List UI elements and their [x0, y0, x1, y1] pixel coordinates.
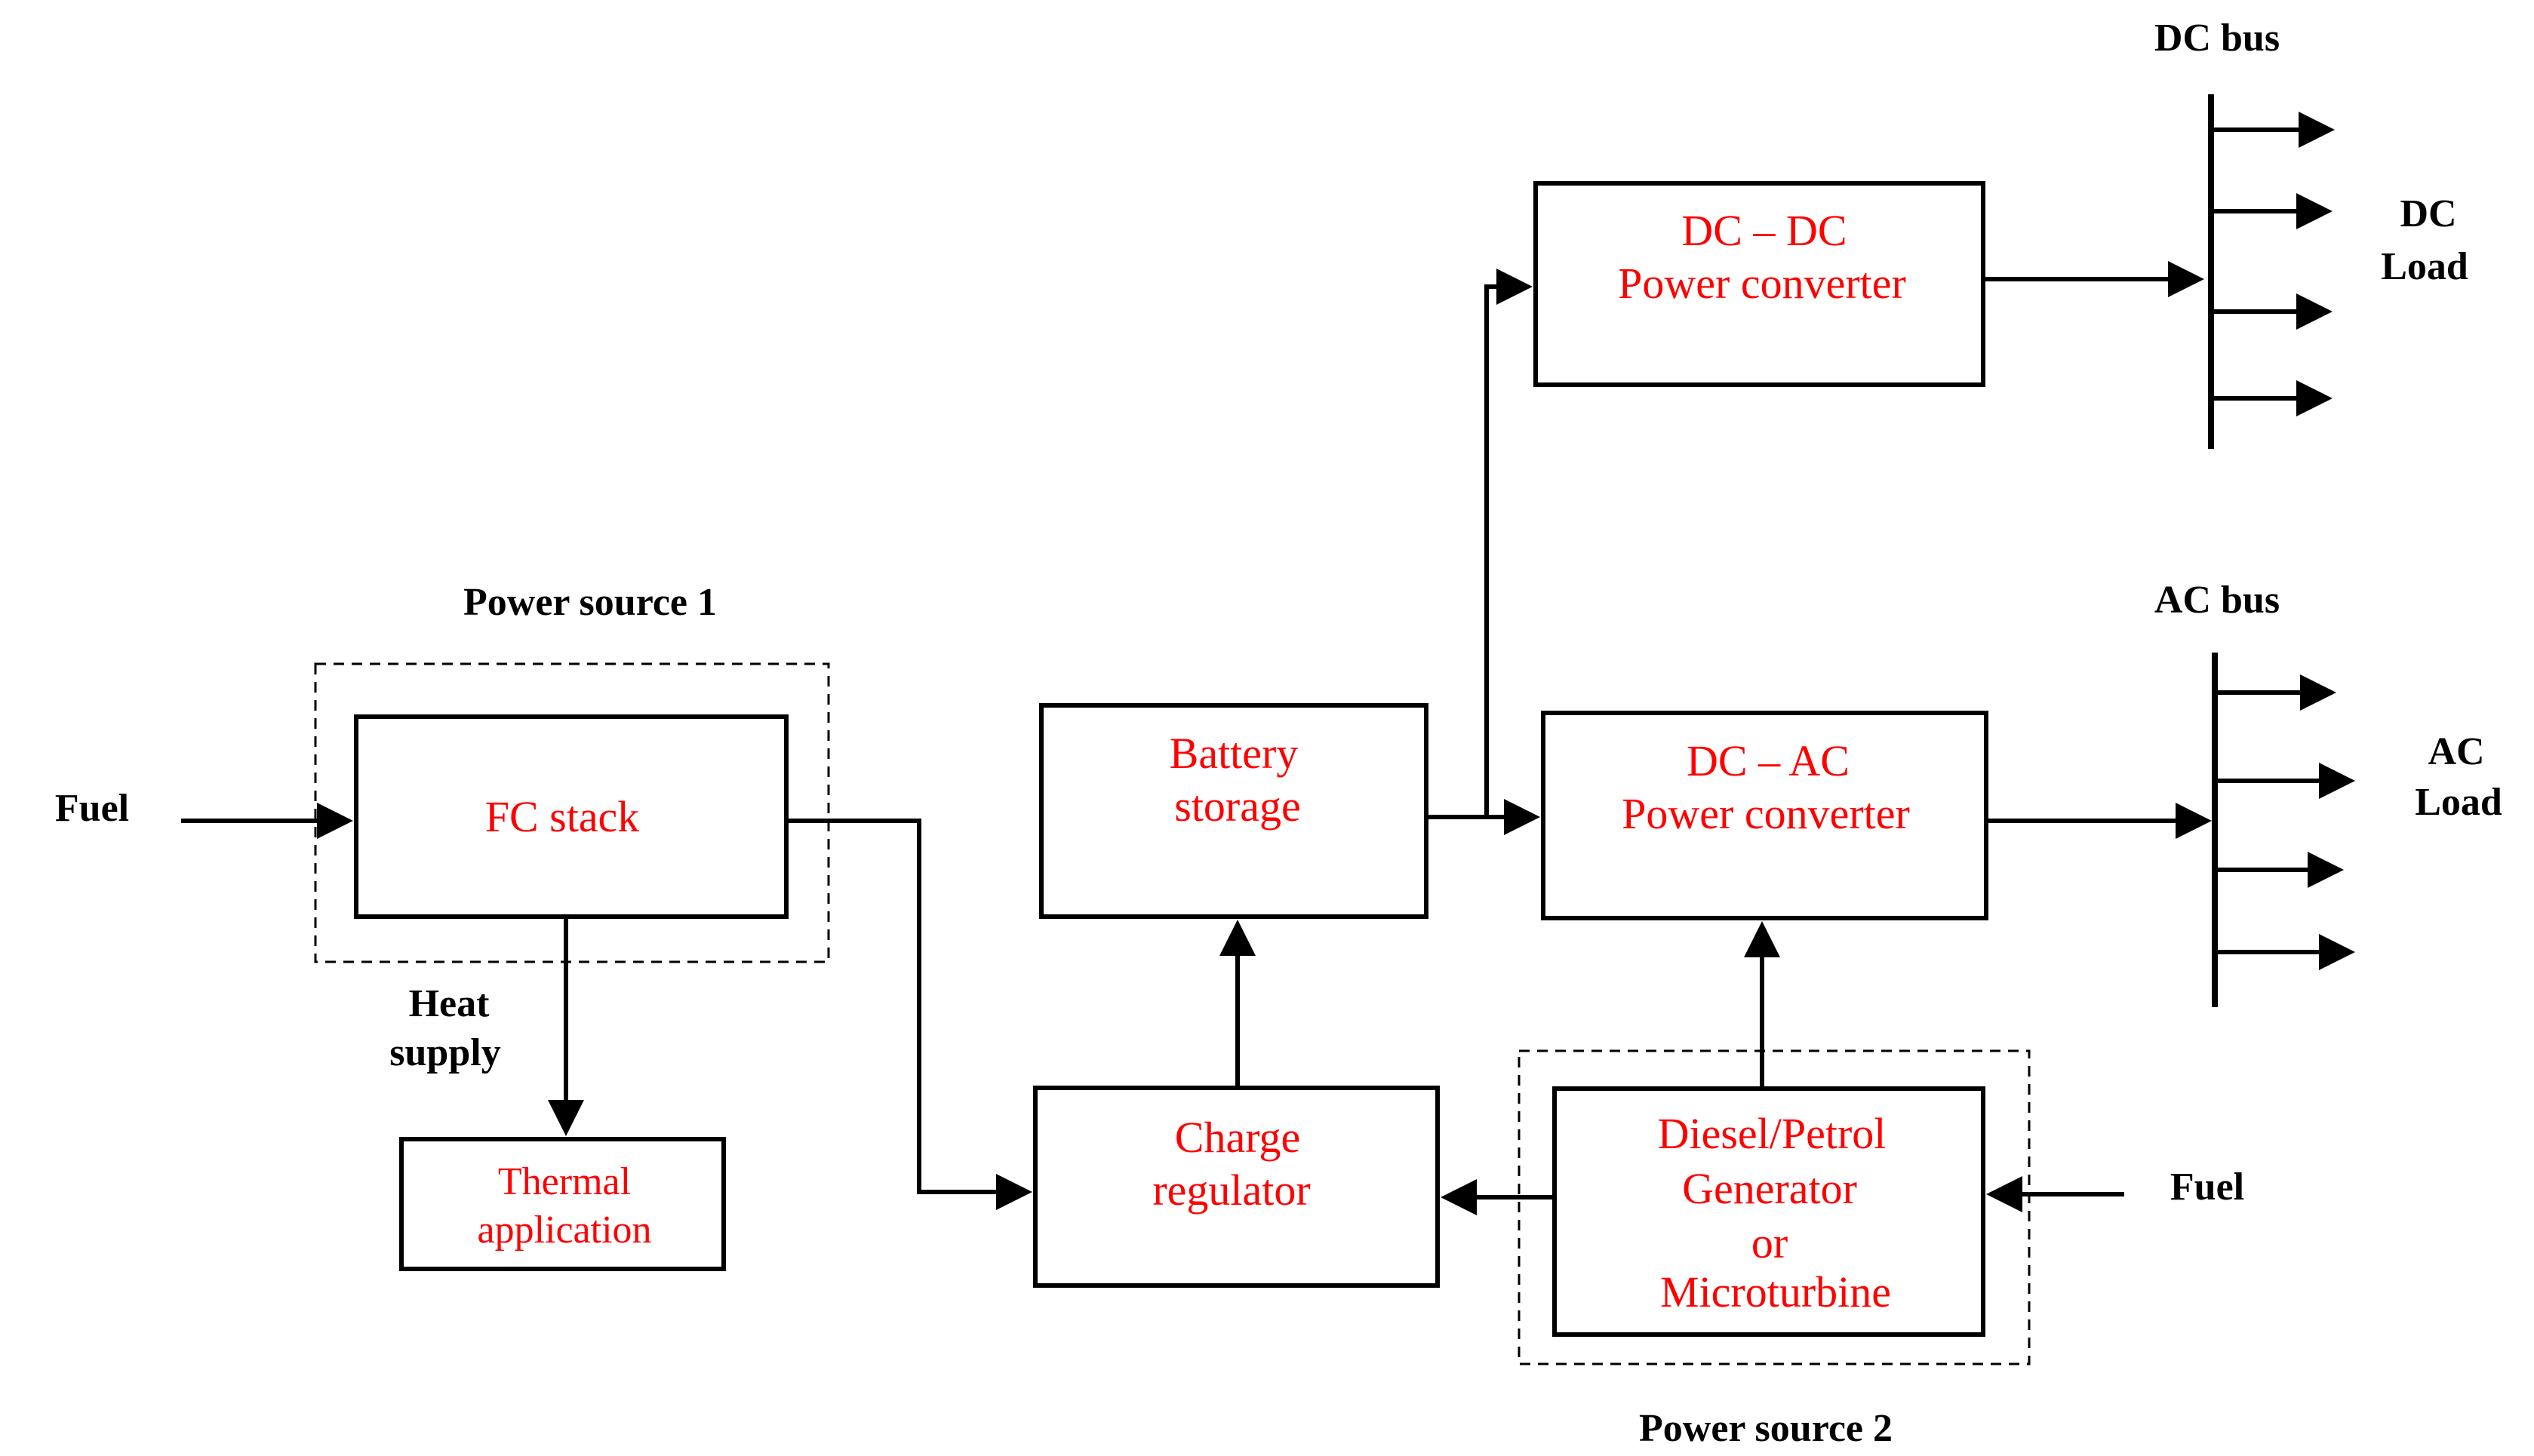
- charge-regulator-box: [1033, 1086, 1440, 1288]
- dc-ac-converter-label-line1: DC – AC: [1687, 736, 1850, 785]
- heat-supply-label-line2: supply: [389, 1031, 500, 1074]
- generator-box: [1552, 1086, 1985, 1337]
- thermal-application-label-line2: application: [477, 1209, 651, 1252]
- generator-label-line3: or: [1751, 1218, 1788, 1267]
- dc-dc-converter-box: [1533, 181, 1985, 387]
- charge-regulator-label-line1: Charge: [1175, 1113, 1300, 1162]
- battery-to-dc-dc-arrow: [1484, 269, 1533, 817]
- battery-storage-box: [1039, 703, 1428, 919]
- fuel-left-label: Fuel: [55, 787, 129, 830]
- battery-storage-label-line1: Battery: [1170, 729, 1299, 778]
- ac-bus-label: AC bus: [2154, 579, 2280, 622]
- generator-label-line4: Microturbine: [1660, 1267, 1891, 1316]
- charge-regulator-label-line2: regulator: [1152, 1166, 1310, 1215]
- power-source-2-label: Power source 2: [1639, 1407, 1893, 1450]
- thermal-application-box: [399, 1137, 726, 1271]
- generator-label-line2: Generator: [1682, 1164, 1857, 1213]
- ac-load-label-line2: Load: [2415, 781, 2502, 824]
- dc-ac-converter-label-line2: Power converter: [1622, 789, 1910, 838]
- dc-bus-label: DC bus: [2154, 17, 2280, 60]
- generator-label-line1: Diesel/Petrol: [1658, 1109, 1887, 1158]
- power-source-2-boundary: [1518, 1049, 2031, 1365]
- fc-stack-label: FC stack: [485, 792, 640, 841]
- dc-load-label-line2: Load: [2381, 245, 2468, 288]
- dc-ac-converter-box: [1541, 711, 1988, 920]
- dc-load-label-line1: DC: [2400, 192, 2456, 235]
- dc-dc-converter-label-line1: DC – DC: [1681, 206, 1847, 255]
- power-source-1-boundary: [314, 662, 830, 963]
- heat-supply-label-line1: Heat: [409, 982, 491, 1025]
- power-source-1-label: Power source 1: [463, 581, 717, 624]
- ac-load-label-line1: AC: [2428, 730, 2484, 773]
- dc-dc-converter-label-line2: Power converter: [1618, 259, 1906, 308]
- fuel-right-label: Fuel: [2170, 1166, 2244, 1209]
- battery-storage-label-line2: storage: [1174, 782, 1301, 831]
- fc-stack-box: [354, 714, 789, 919]
- fc-to-charge-regulator-arrow: [786, 819, 1032, 1210]
- thermal-application-label-line1: Thermal: [498, 1160, 631, 1203]
